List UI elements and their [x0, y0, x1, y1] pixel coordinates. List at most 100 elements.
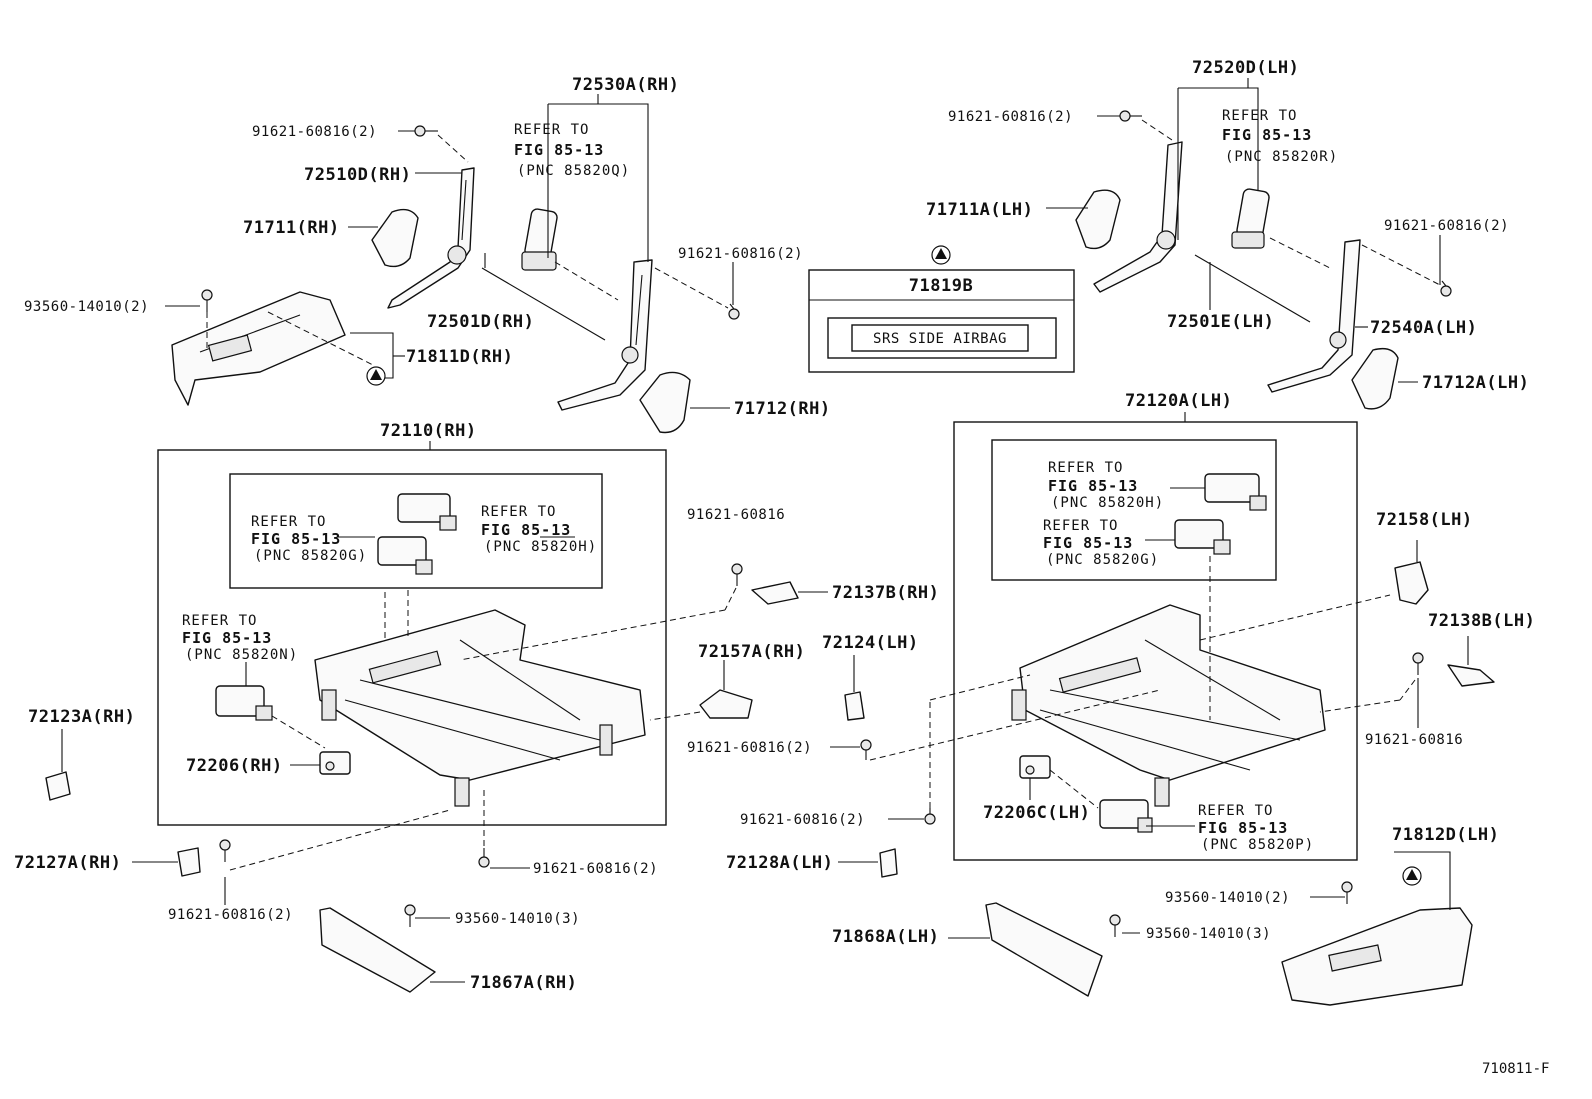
- cover-71867a: [319, 907, 436, 993]
- warning-triangle-icon: [931, 245, 951, 265]
- refer-line3: (PNC 85820N): [185, 647, 298, 663]
- refer-line1: REFER TO: [514, 122, 589, 138]
- bolt-icon: [728, 303, 740, 320]
- callout-72501d: 72501D(RH): [427, 312, 534, 332]
- callout-71867a: 71867A(RH): [470, 973, 577, 993]
- refer-line2: FIG 85-13: [1048, 477, 1138, 495]
- cap-72123a: [45, 771, 71, 801]
- refer-line2: FIG 85-13: [481, 521, 571, 539]
- bolt-icon: [731, 563, 743, 586]
- bolt-icon: [478, 848, 490, 868]
- callout-71711: 71711(RH): [243, 218, 340, 238]
- bolt-icon: [924, 808, 936, 825]
- adjuster-motor-rh-g: [377, 536, 433, 575]
- callout-91621-tc: 91621-60816(2): [678, 246, 803, 262]
- bracket-72158: [1394, 561, 1429, 605]
- recliner-motor-lh: [1231, 188, 1270, 249]
- callout-72137b: 72137B(RH): [832, 583, 939, 603]
- callout-93560-b3: 93560-14010(3): [455, 911, 580, 927]
- callout-71711a: 71711A(LH): [926, 200, 1033, 220]
- lh-motor-subframe: [991, 439, 1277, 581]
- refer-note-r: REFER TO FIG 85-13 (PNC 85820R): [1222, 108, 1337, 165]
- refer-line3: (PNC 85820Q): [517, 163, 630, 179]
- leader-lines: [61, 78, 1469, 983]
- refer-line3: (PNC 85820G): [254, 548, 367, 564]
- callout-91621-r: 91621-60816(2): [1384, 218, 1509, 234]
- gear-72206c: [1019, 755, 1051, 779]
- callout-72123a: 72123A(RH): [28, 707, 135, 727]
- bracket-72138b: [1447, 664, 1495, 687]
- bolt-icon: [860, 739, 872, 760]
- refer-note-h-rh: REFER TO FIG 85-13 (PNC 85820H): [481, 504, 596, 555]
- refer-line1: REFER TO: [251, 514, 326, 530]
- callout-71819b: 71819B: [909, 276, 973, 296]
- callout-91621-bc: 91621-60816(2): [533, 861, 658, 877]
- callout-72510d: 72510D(RH): [304, 165, 411, 185]
- callout-71812d: 71812D(LH): [1392, 825, 1499, 845]
- callout-93560-l: 93560-14010(2): [24, 299, 149, 315]
- callout-72540a: 72540A(LH): [1370, 318, 1477, 338]
- cover-71711a: [1075, 189, 1121, 250]
- callout-72157a: 72157A(RH): [698, 642, 805, 662]
- callout-93560-b3r: 93560-14010(3): [1146, 926, 1271, 942]
- adjuster-motor-rh-n: [215, 685, 273, 721]
- rh-motor-subframe: [229, 473, 603, 589]
- warning-triangle-icon: [366, 366, 386, 386]
- cover-71711: [371, 208, 419, 268]
- callout-93560-r2: 93560-14010(2): [1165, 890, 1290, 906]
- callout-71712a: 71712A(LH): [1422, 373, 1529, 393]
- callout-72158: 72158(LH): [1376, 510, 1473, 530]
- rh-adjuster-frame: [157, 449, 667, 826]
- refer-note-h-lh: REFER TO FIG 85-13 (PNC 85820H): [1048, 460, 1163, 511]
- refer-line2: FIG 85-13: [514, 141, 604, 159]
- refer-line1: REFER TO: [1198, 803, 1273, 819]
- seat-adjuster-lh: [1011, 604, 1326, 807]
- refer-line2: FIG 85-13: [182, 629, 272, 647]
- refer-note-n: REFER TO FIG 85-13 (PNC 85820N): [182, 613, 298, 663]
- airbag-label-part: 71819B SRS SIDE AIRBAG: [808, 269, 1075, 373]
- refer-line2: FIG 85-13: [1043, 534, 1133, 552]
- bolt-icon: [219, 839, 231, 862]
- callout-72124: 72124(LH): [822, 633, 919, 653]
- refer-line2: FIG 85-13: [251, 530, 341, 548]
- cover-71868a: [985, 902, 1103, 997]
- callout-91621-mid: 91621-60816: [687, 507, 785, 523]
- refer-note-q: REFER TO FIG 85-13 (PNC 85820Q): [514, 122, 630, 179]
- airbag-label-text: SRS SIDE AIRBAG: [873, 331, 1007, 347]
- recliner-motor-rh: [521, 208, 558, 271]
- refer-line2: FIG 85-13: [1198, 819, 1288, 837]
- callout-91621-cb: 91621-60816(2): [740, 812, 865, 828]
- callout-labels: 72530A(RH) 91621-60816(2) 72510D(RH) 717…: [14, 58, 1535, 993]
- seat-shield-rh: [171, 291, 346, 406]
- adjuster-motor-lh-h: [1204, 473, 1267, 511]
- refer-line2: FIG 85-13: [1222, 126, 1312, 144]
- refer-line3: (PNC 85820G): [1046, 552, 1159, 568]
- warning-triangle-icon: [1402, 866, 1422, 886]
- refer-note-g-rh: REFER TO FIG 85-13 (PNC 85820G): [251, 514, 367, 564]
- callout-72128a: 72128A(LH): [726, 853, 833, 873]
- bracket-72157a: [699, 689, 753, 719]
- adjuster-motor-lh-p: [1099, 799, 1153, 833]
- callout-72520d: 72520D(LH): [1192, 58, 1299, 78]
- callout-72206c: 72206C(LH): [983, 803, 1090, 823]
- callout-71712: 71712(RH): [734, 399, 831, 419]
- refer-to-notes: REFER TO FIG 85-13 (PNC 85820Q) REFER TO…: [182, 108, 1337, 853]
- recliner-frame-lh: [1267, 239, 1361, 393]
- recliner-arm-lh: [1093, 141, 1183, 293]
- seat-adjuster-rh: [314, 609, 646, 807]
- recliner-frame-rh: [557, 259, 653, 411]
- refer-line1: REFER TO: [182, 613, 257, 629]
- callout-71868a: 71868A(LH): [832, 927, 939, 947]
- refer-line1: REFER TO: [1048, 460, 1123, 476]
- callout-72501e: 72501E(LH): [1167, 312, 1274, 332]
- cap-72128a: [879, 848, 898, 878]
- callout-91621-tl: 91621-60816(2): [252, 124, 377, 140]
- callout-91621-tr: 91621-60816(2): [948, 109, 1073, 125]
- bolt-icon: [1109, 914, 1121, 937]
- refer-line3: (PNC 85820P): [1201, 837, 1314, 853]
- callout-72110: 72110(RH): [380, 421, 477, 441]
- recliner-arm-rh: [387, 167, 475, 309]
- callout-72120a: 72120A(LH): [1125, 391, 1232, 411]
- refer-note-g-lh: REFER TO FIG 85-13 (PNC 85820G): [1043, 518, 1159, 568]
